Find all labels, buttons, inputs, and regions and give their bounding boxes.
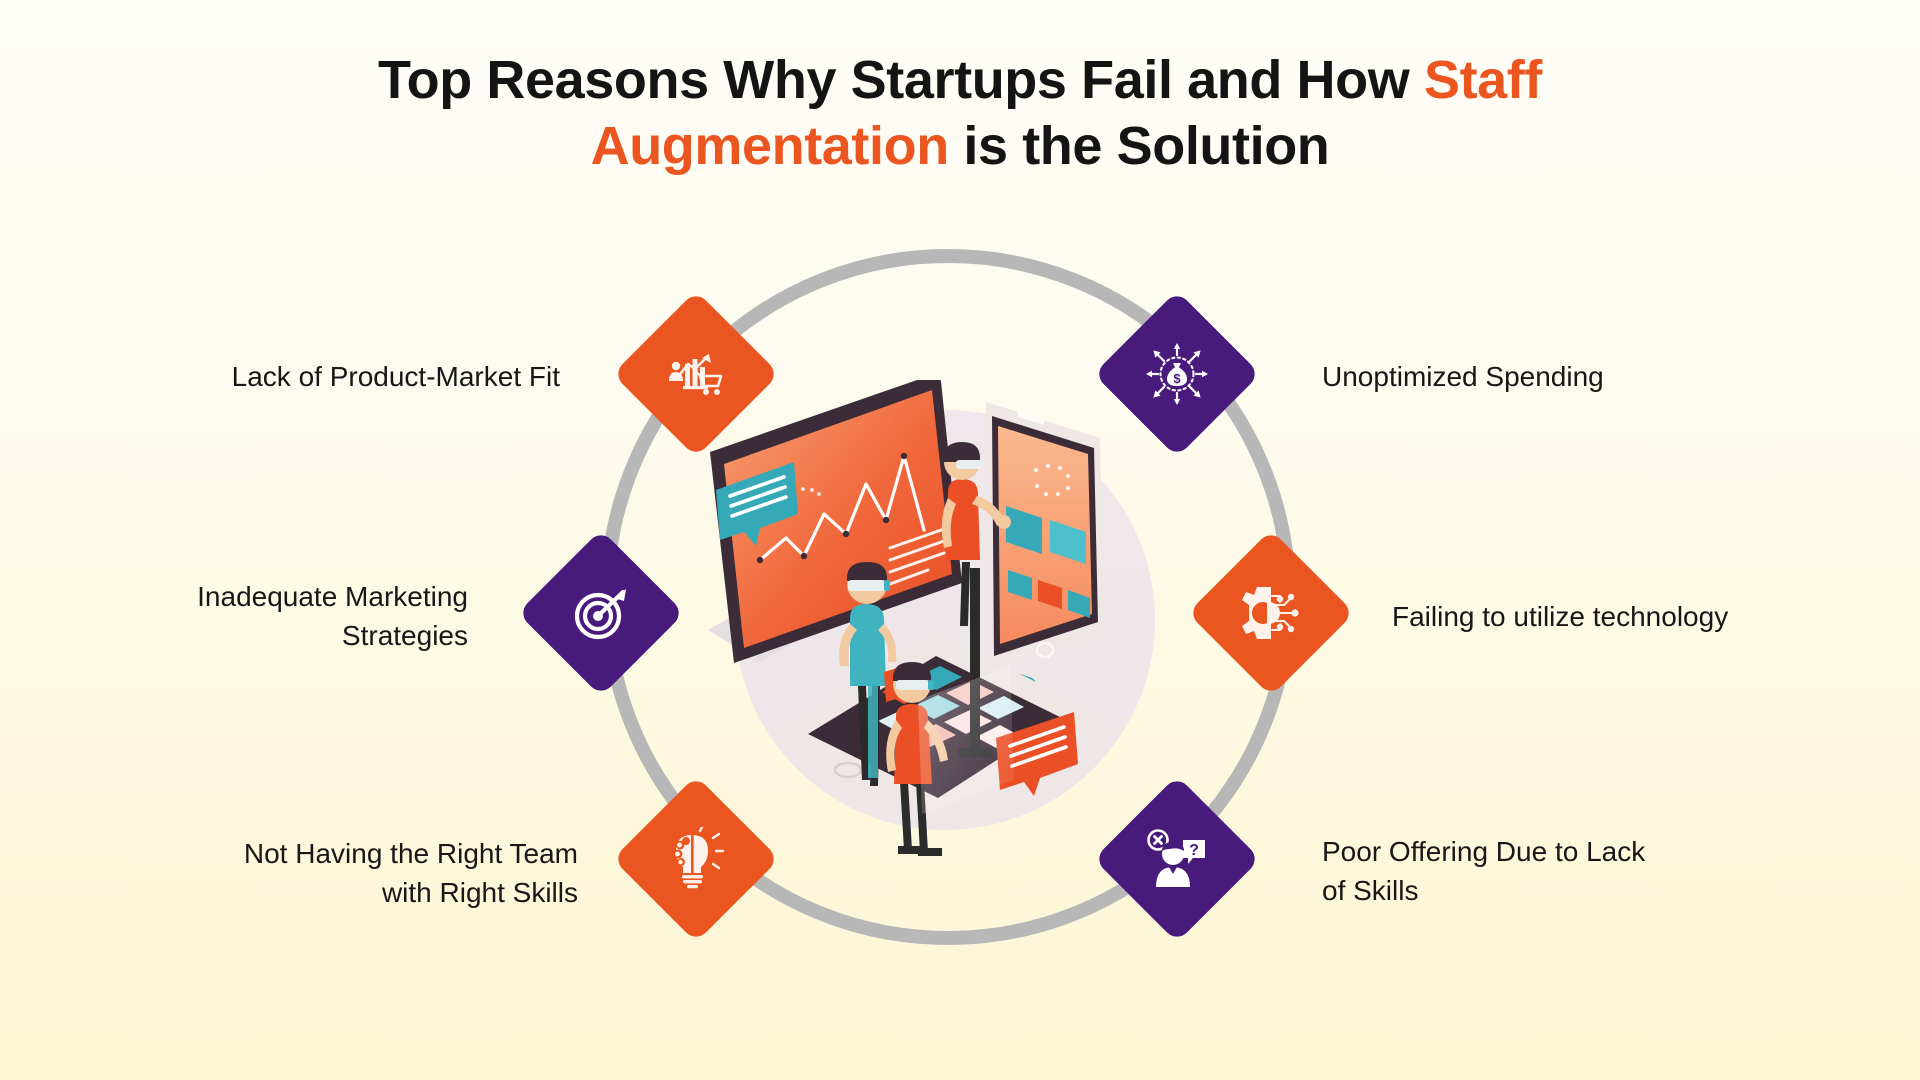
node-icon-inadequate-marketing-strategies[interactable] — [517, 529, 685, 697]
chat-bubble-teal — [716, 462, 798, 546]
chat-bubble-orange — [996, 712, 1078, 796]
gear-circuit-icon — [1235, 577, 1307, 649]
node-label-failing-to-utilize-technology: Failing to utilize technology — [1392, 598, 1862, 637]
person-teal — [839, 562, 918, 786]
node-label-lack-of-product-market-fit: Lack of Product-Market Fit — [60, 358, 560, 397]
node-label-line: Lack of Product-Market Fit — [231, 361, 560, 392]
tablet-device — [986, 402, 1104, 700]
node-label-line: with Right Skills — [381, 876, 578, 908]
node-icon-unoptimized-spending[interactable]: $ — [1093, 290, 1261, 458]
node-label-line: Poor Offering Due to Lack — [1322, 836, 1646, 867]
node-label-line: Inadequate Marketing — [197, 581, 468, 612]
node-icon-poor-offering-due-to-lack-of-skills[interactable]: ? — [1093, 775, 1261, 943]
node-label-unoptimized-spending: Unoptimized Spending — [1322, 358, 1842, 397]
node-label-line: Unoptimized Spending — [1322, 361, 1604, 392]
lightbulb-brain-icon — [660, 823, 732, 895]
page-title-line-2: Augmentation is the Solution — [0, 114, 1920, 180]
node-icon-failing-to-utilize-technology[interactable] — [1187, 529, 1355, 697]
node-label-line: of Skills — [1322, 874, 1419, 906]
person-question-x-icon: ? — [1141, 823, 1213, 895]
node-label-line: Not Having the Right Team — [243, 838, 578, 869]
page-title-highlight-1: Staff — [1423, 50, 1542, 110]
node-label-not-having-the-right-team: Not Having the Right Team with Right Ski… — [60, 835, 578, 912]
money-bag-arrows-icon: $ — [1141, 338, 1213, 410]
page-title-part-2: is the Solution — [948, 115, 1330, 176]
node-icon-lack-of-product-market-fit[interactable] — [612, 290, 780, 458]
page-title-line-1: Top Reasons Why Startups Fail and How St… — [0, 48, 1920, 114]
svg-text:?: ? — [1189, 842, 1199, 859]
bar-chart-cart-icon — [660, 338, 732, 410]
page-title-part-1: Top Reasons Why Startups Fail and How — [378, 50, 1424, 110]
node-label-poor-offering-due-to-lack-of-skills: Poor Offering Due to Lack of Skills — [1322, 833, 1792, 910]
page-title-highlight-2: Augmentation — [590, 115, 950, 176]
node-label-line: Strategies — [341, 619, 468, 651]
page-title: Top Reasons Why Startups Fail and How St… — [0, 48, 1920, 180]
node-label-inadequate-marketing-strategies: Inadequate Marketing Strategies — [60, 578, 468, 655]
monitor — [708, 372, 962, 663]
node-label-line: Failing to utilize technology — [1392, 601, 1729, 632]
node-icon-not-having-the-right-team[interactable] — [612, 775, 780, 943]
target-arrow-icon — [565, 577, 637, 649]
person-red — [941, 442, 1011, 757]
isometric-team-analytics-illustration — [700, 372, 1200, 860]
svg-text:$: $ — [1173, 371, 1181, 386]
